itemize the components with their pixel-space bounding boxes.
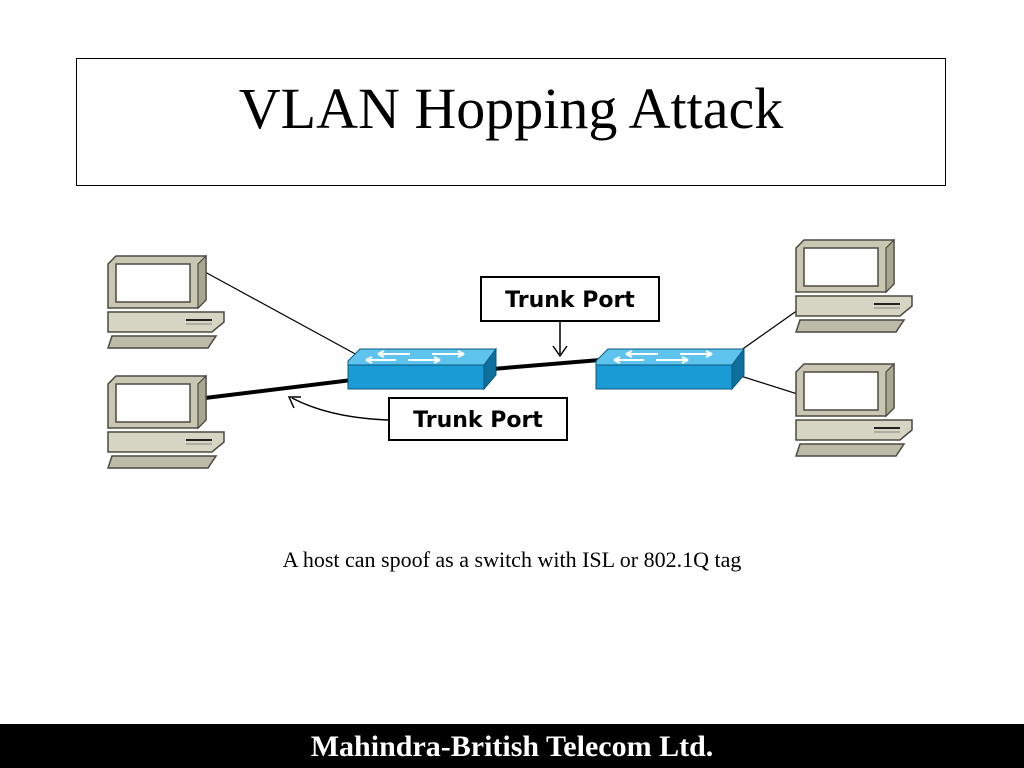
arrow-top-head [552,345,568,358]
computer-icon-attacker [107,375,225,469]
trunk-port-label-top-text: Trunk Port [505,288,635,313]
arrow-bottom [291,397,390,421]
slide-title: VLAN Hopping Attack [238,76,784,141]
trunk-link-host2-switch1 [204,378,353,400]
computer-icon-host4 [795,363,913,457]
link-host1-switch1 [204,271,371,363]
trunk-port-label-top: Trunk Port [480,276,660,322]
footer-bar: Mahindra-British Telecom Ltd. [0,724,1024,768]
computer-icon-host3 [795,239,913,333]
trunk-link-switch1-switch2 [479,358,601,372]
footer-company-name: Mahindra-British Telecom Ltd. [310,730,714,763]
title-box: VLAN Hopping Attack [76,58,946,186]
switch-icon-right [595,348,745,390]
trunk-port-label-bottom-text: Trunk Port [413,408,543,433]
slide-caption: A host can spoof as a switch with ISL or… [282,547,742,572]
arrow-bottom-head [287,396,301,409]
trunk-port-label-bottom: Trunk Port [388,397,568,441]
switch-icon-left [347,348,497,390]
computer-icon-host1 [107,255,225,349]
